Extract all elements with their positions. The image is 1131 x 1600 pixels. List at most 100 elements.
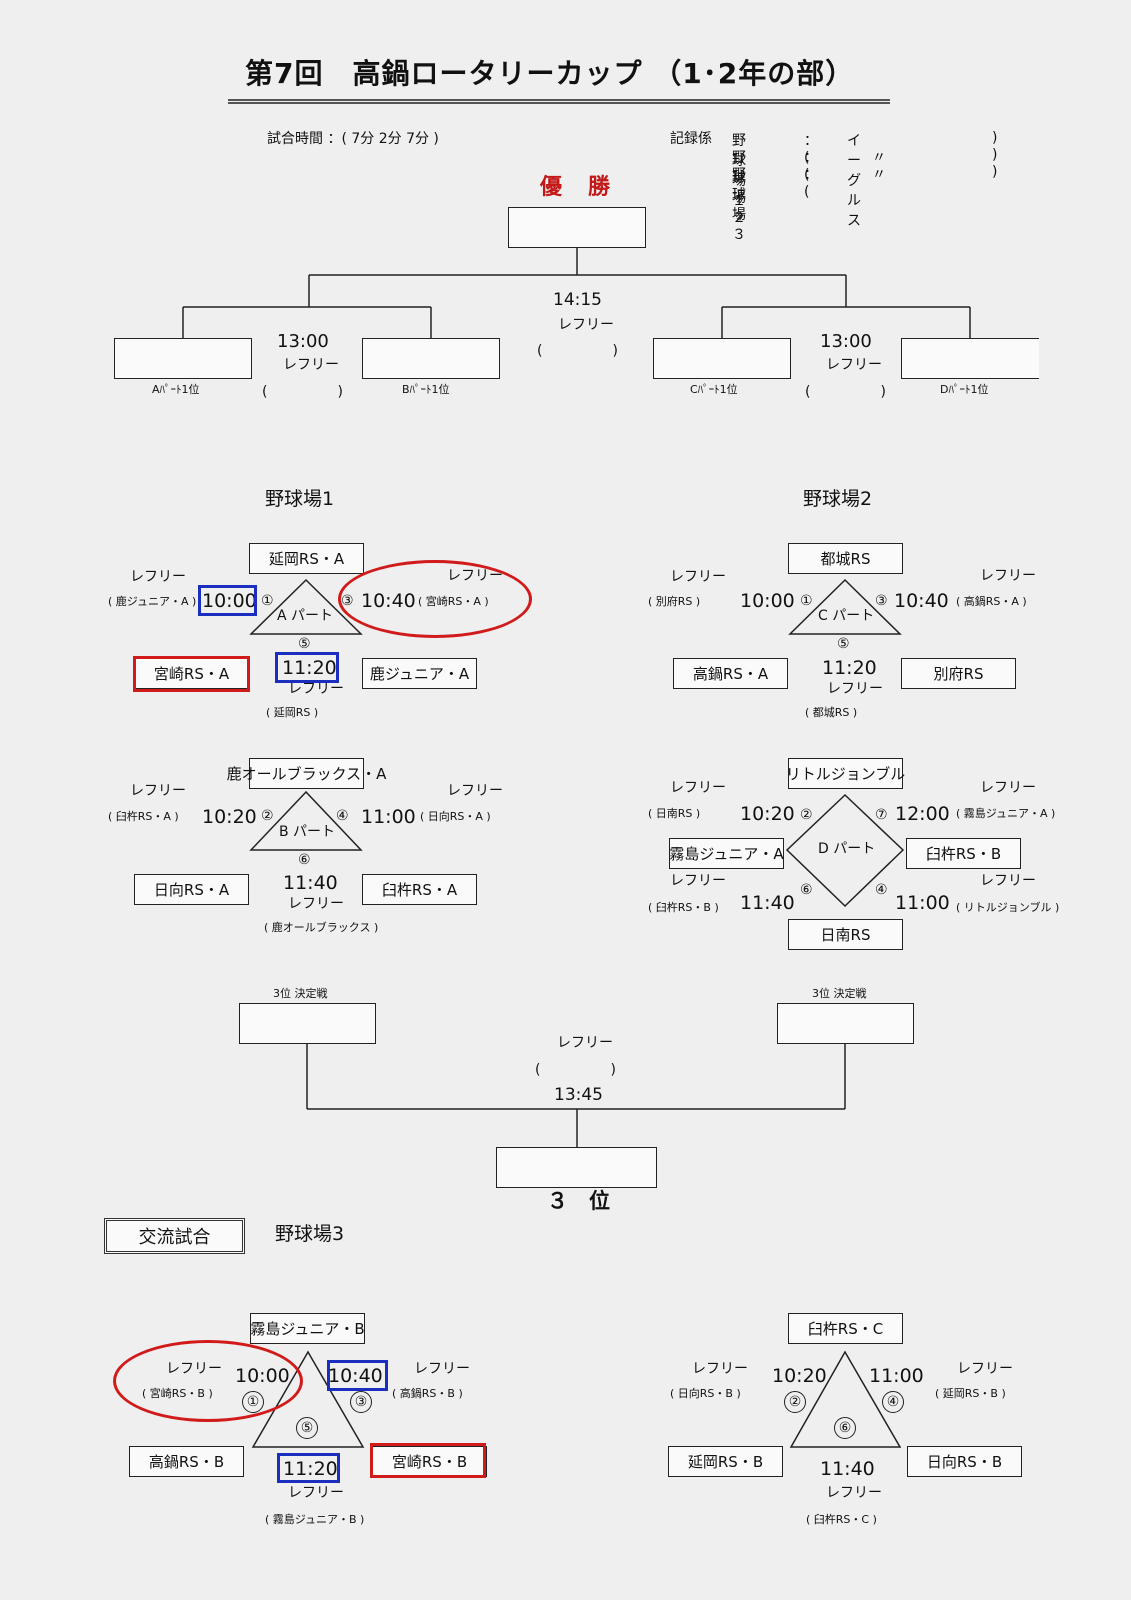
third-left-label: 3位 決定戦 [273, 987, 328, 1000]
ex-right-top-team: 臼杵RS・C [788, 1313, 903, 1344]
d-left-team: 霧島ジュニア・A [669, 838, 784, 869]
ex-right-ref-right-paren: ( 延岡RS・B ) [935, 1387, 1006, 1400]
d-ref-top-left-paren: ( 日南RS ) [648, 807, 701, 820]
c-match-num-left: ① [800, 593, 813, 609]
a-bottom-left-team: 宮崎RS・A [134, 658, 249, 689]
c-ref-right-paren: ( 高鍋RS・A ) [956, 595, 1027, 608]
b-top-team: 鹿オールブラックス・A [227, 758, 386, 789]
d-time-bottom-left: 11:40 [740, 892, 795, 914]
d-time-top-left: 10:20 [740, 803, 795, 825]
a-part-label: A パート [277, 608, 334, 624]
ex-right-bottom-left-team: 延岡RS・B [668, 1446, 783, 1477]
ex-right-match-num-right: ④ [882, 1391, 904, 1413]
a-match-num-bottom: ⑤ [298, 636, 311, 652]
d-match-num-top-right: ⑦ [875, 807, 888, 823]
c-time-left: 10:00 [740, 590, 795, 612]
ex-right-time-left: 10:20 [772, 1365, 827, 1387]
b-ref-left: レフリー [130, 783, 186, 799]
ex-left-match-num-right: ③ [350, 1391, 372, 1413]
ex-right-ref-left: レフリー [692, 1361, 748, 1377]
exchange-tag: 交流試合 [104, 1218, 245, 1254]
c-time-bottom: 11:20 [822, 657, 877, 679]
highlight-blue-box [198, 585, 257, 616]
ex-left-ref-right: レフリー [414, 1361, 470, 1377]
ex-right-bottom-right-team: 日向RS・B [907, 1446, 1022, 1477]
ex-left-time-bottom: 11:20 [283, 1458, 338, 1480]
d-ref-bottom-right: レフリー [980, 873, 1036, 889]
a-ref-left: レフリー [130, 569, 186, 585]
semi-box-c [653, 338, 791, 379]
b-part-label: B パート [279, 824, 336, 840]
d-right-team: 臼杵RS・B [906, 838, 1021, 869]
c-part-first-label: Cﾊﾟｰﾄ1位 [690, 383, 738, 396]
b-ref-left-paren: ( 臼杵RS・A ) [108, 810, 179, 823]
highlight-blue-box [327, 1360, 388, 1391]
c-ref-bottom: レフリー [827, 681, 883, 697]
recorder-value: イーグルス [847, 133, 861, 229]
champion-box [508, 207, 646, 248]
d-ref-top-right: レフリー [980, 780, 1036, 796]
d-ref-bottom-right-paren: ( リトルジョンブル ) [956, 901, 1060, 914]
recorder-value: 〃 [872, 167, 886, 183]
a-ref-bottom: レフリー [288, 681, 344, 697]
d-match-num-bottom-right: ④ [875, 882, 888, 898]
final-referee-paren: ( ) [537, 343, 618, 359]
a-ref-left-paren: ( 鹿ジュニア・A ) [108, 595, 197, 608]
semi-left-referee-paren: ( ) [262, 384, 343, 400]
third-left-box [239, 1003, 376, 1044]
d-part-label: D パート [818, 841, 876, 857]
b-ref-bottom-paren: ( 鹿オールブラックス ) [264, 921, 379, 934]
champion-label: 優 勝 [540, 175, 613, 200]
exchange-field: 野球場3 [275, 1223, 345, 1245]
ex-right-ref-left-paren: ( 日向RS・B ) [670, 1387, 741, 1400]
a-part-first-label: Aﾊﾟｰﾄ1位 [152, 383, 200, 396]
b-match-num-bottom: ⑥ [298, 852, 311, 868]
semi-right-time: 13:00 [820, 331, 872, 352]
semi-right-referee-paren: ( ) [805, 384, 886, 400]
field-name: 野球場１ [732, 133, 746, 209]
d-bottom-team: 日南RS [788, 919, 903, 950]
b-bottom-right-team: 臼杵RS・A [362, 874, 477, 905]
d-ref-bottom-left-paren: ( 臼杵RS・B ) [648, 901, 719, 914]
d-top-team: リトルジョンブル [786, 758, 905, 789]
third-time: 13:45 [554, 1085, 603, 1105]
final-time: 14:15 [553, 290, 602, 310]
semi-left-time: 13:00 [277, 331, 329, 352]
b-match-num-right: ④ [336, 808, 349, 824]
b-ref-right: レフリー [447, 783, 503, 799]
c-part-label: C パート [818, 608, 875, 624]
field-name: 野球場２ [732, 150, 746, 226]
d-ref-top-left: レフリー [670, 780, 726, 796]
field1-title: 野球場1 [265, 488, 335, 510]
third-referee: レフリー [557, 1035, 613, 1051]
paren-open: ：( [804, 167, 818, 200]
a-time-bottom: 11:20 [282, 657, 337, 679]
match-time: 試合時間 ：( 7分 2分 7分 ) [267, 131, 439, 147]
b-ref-right-paren: ( 日向RS・A ) [420, 810, 491, 823]
final-referee: レフリー [558, 317, 614, 333]
c-ref-left-paren: ( 別府RS ) [648, 595, 701, 608]
recorder-value: 〃 [872, 150, 886, 166]
d-part-first-label: Dﾊﾟｰﾄ1位 [940, 383, 989, 396]
field-name: 野球場３ [732, 167, 746, 243]
b-part-first-label: Bﾊﾟｰﾄ1位 [402, 383, 450, 396]
ex-left-top-team: 霧島ジュニア・B [250, 1313, 365, 1344]
ex-right-ref-bottom-paren: ( 臼杵RS・C ) [806, 1513, 877, 1526]
semi-box-a [114, 338, 252, 379]
highlight-blue-box [275, 652, 339, 683]
c-ref-left: レフリー [670, 569, 726, 585]
highlight-red-box [133, 656, 250, 692]
third-right-label: 3位 決定戦 [812, 987, 867, 1000]
ex-right-match-num-center: ⑥ [834, 1417, 856, 1439]
a-top-team: 延岡RS・A [249, 543, 364, 574]
a-match-num-left: ① [261, 593, 274, 609]
d-match-num-bottom-left: ⑥ [800, 882, 813, 898]
b-time-right: 11:00 [361, 806, 416, 828]
a-bottom-right-team: 鹿ジュニア・A [362, 658, 477, 689]
semi-left-referee: レフリー [283, 357, 339, 373]
ex-left-ref-bottom: レフリー [288, 1485, 344, 1501]
ex-right-match-num-left: ② [784, 1391, 806, 1413]
ex-right-time-bottom: 11:40 [820, 1458, 875, 1480]
ex-right-ref-right: レフリー [957, 1361, 1013, 1377]
